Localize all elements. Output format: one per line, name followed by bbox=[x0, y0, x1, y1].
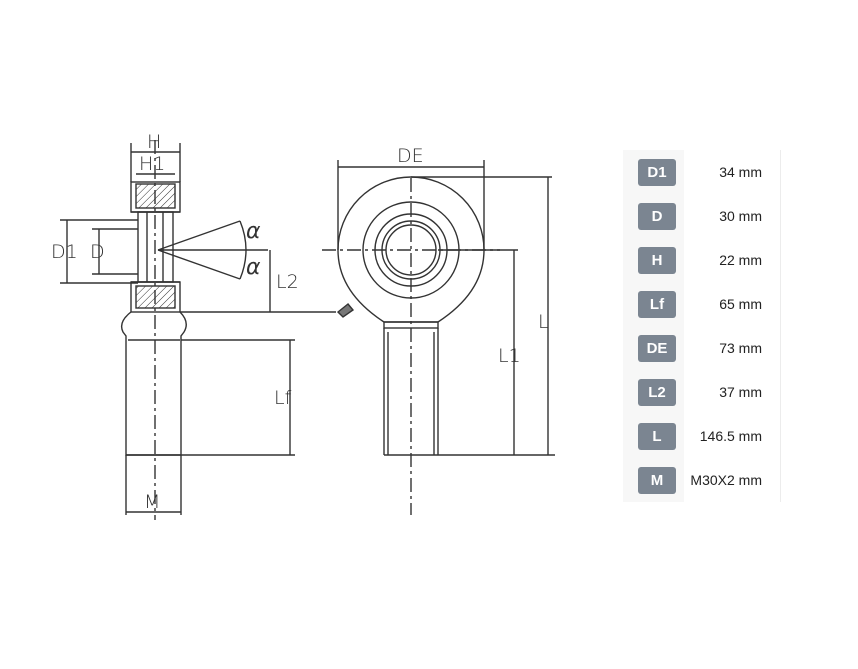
spec-value: M30X2 mm bbox=[684, 458, 780, 502]
spec-value: 146.5 mm bbox=[684, 414, 780, 458]
label-de: DE bbox=[397, 145, 424, 167]
spec-value: 73 mm bbox=[684, 326, 780, 370]
spec-key: D1 bbox=[638, 158, 676, 186]
side-view bbox=[60, 140, 336, 520]
spec-row-h: H 22 mm bbox=[623, 238, 780, 282]
spec-value: 30 mm bbox=[684, 194, 780, 238]
spec-key: M bbox=[638, 466, 676, 494]
spec-table: D1 34 mm D 30 mm H 22 mm Lf 65 mm DE 73 … bbox=[623, 150, 781, 502]
label-l1: L1 bbox=[498, 345, 521, 367]
rod-end-technical-drawing: H H1 D1 D α α L2 Lf M DE L1 L bbox=[51, 131, 555, 520]
label-alpha-top: α bbox=[246, 219, 261, 244]
label-h1: H1 bbox=[139, 153, 165, 175]
dimension-labels: H H1 D1 D α α L2 Lf M DE L1 L bbox=[51, 131, 549, 513]
label-lf: Lf bbox=[274, 387, 292, 409]
label-d: D bbox=[90, 241, 105, 263]
label-d1: D1 bbox=[51, 241, 78, 263]
spec-key: H bbox=[638, 246, 676, 274]
front-view bbox=[322, 160, 555, 515]
spec-value: 34 mm bbox=[684, 150, 780, 194]
spec-key: Lf bbox=[638, 290, 676, 318]
spec-value: 22 mm bbox=[684, 238, 780, 282]
label-m: M bbox=[144, 491, 160, 513]
spec-key: DE bbox=[638, 334, 676, 362]
spec-key: D bbox=[638, 202, 676, 230]
spec-row-l: L 146.5 mm bbox=[623, 414, 780, 458]
spec-row-d: D 30 mm bbox=[623, 194, 780, 238]
spec-value: 65 mm bbox=[684, 282, 780, 326]
label-l: L bbox=[538, 311, 549, 333]
spec-row-d1: D1 34 mm bbox=[623, 150, 780, 194]
spec-row-l2: L2 37 mm bbox=[623, 370, 780, 414]
spec-value: 37 mm bbox=[684, 370, 780, 414]
label-l2: L2 bbox=[276, 271, 299, 293]
spec-row-lf: Lf 65 mm bbox=[623, 282, 780, 326]
label-alpha-bottom: α bbox=[246, 255, 261, 280]
spec-row-m: M M30X2 mm bbox=[623, 458, 780, 502]
spec-key: L bbox=[638, 422, 676, 450]
label-h: H bbox=[147, 131, 161, 153]
spec-row-de: DE 73 mm bbox=[623, 326, 780, 370]
spec-key: L2 bbox=[638, 378, 676, 406]
